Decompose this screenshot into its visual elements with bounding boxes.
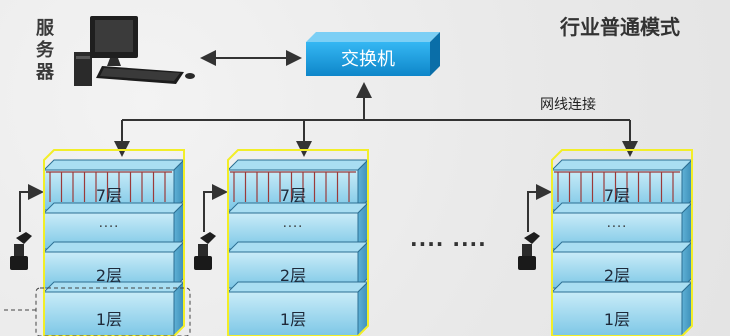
building — [10, 149, 186, 336]
floor-label-ellipsis: ···· — [282, 220, 304, 235]
switch-label: 交换机 — [341, 49, 395, 70]
more-buildings-ellipsis: ···· ···· — [410, 232, 487, 256]
page-title: 行业普通模式 — [560, 15, 680, 39]
barcode-scanner-icon — [10, 232, 32, 270]
barcode-scanner-icon — [518, 232, 540, 270]
computer-icon — [74, 16, 195, 86]
floor-label: 2层 — [279, 266, 307, 285]
floor-label: 7层 — [279, 186, 307, 205]
floor-block — [42, 280, 186, 336]
floor-block — [226, 280, 370, 336]
floor-block — [550, 280, 694, 336]
server-label: 服务器 — [36, 18, 54, 83]
floor-label-ellipsis: ···· — [98, 220, 120, 235]
barcode-scanner-icon — [194, 232, 216, 270]
floor-label: 1层 — [95, 310, 123, 329]
highlight-box — [4, 287, 191, 336]
floor-label-ellipsis: ···· — [606, 220, 628, 235]
building — [194, 149, 370, 336]
floor-label: 1层 — [279, 310, 307, 329]
floor-label: 2层 — [95, 266, 123, 285]
building — [518, 149, 694, 336]
floor-label: 7层 — [603, 186, 631, 205]
switch-box — [306, 32, 440, 76]
floor-label: 1层 — [603, 310, 631, 329]
buildings-layer — [10, 149, 694, 336]
network-label: 网线连接 — [540, 97, 596, 113]
floor-label: 2层 — [603, 266, 631, 285]
floor-label: 7层 — [95, 186, 123, 205]
